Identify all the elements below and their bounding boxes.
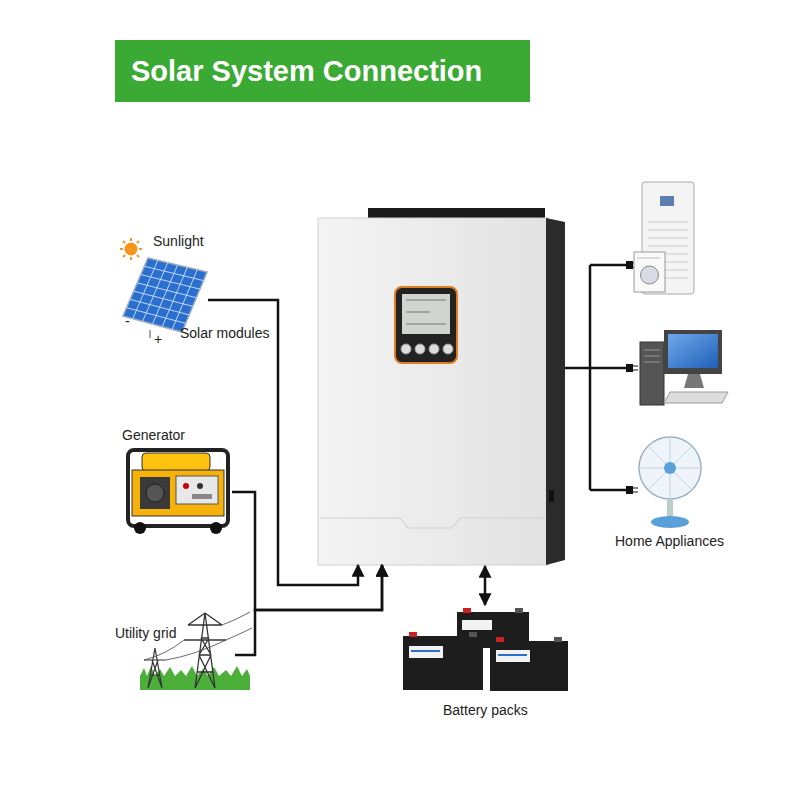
battery-illustration xyxy=(403,636,483,690)
battery-illustration xyxy=(496,650,530,662)
inverter-illustration xyxy=(443,344,453,354)
appliance-branch-wire xyxy=(626,261,633,269)
appliance-branch-wire xyxy=(590,261,638,494)
solar-panel xyxy=(123,258,207,332)
battery-node: Battery packs xyxy=(400,605,572,720)
node-label: Generator xyxy=(122,427,185,443)
generator-node: Generator xyxy=(122,425,232,535)
power-connector xyxy=(565,367,626,370)
utility-grid-node: Utility grid xyxy=(112,622,235,692)
solar-panel xyxy=(127,260,204,329)
sun-icon xyxy=(125,243,138,256)
connector-group xyxy=(208,300,626,655)
generator-illustration xyxy=(197,483,203,489)
battery-illustration xyxy=(496,637,504,642)
inverter-illustration xyxy=(429,344,439,354)
computer xyxy=(684,374,704,388)
generator-illustration xyxy=(142,453,210,471)
appliance-branch-wire xyxy=(626,486,633,494)
battery-illustration xyxy=(409,646,443,658)
utility-grid-illustration xyxy=(140,612,252,690)
electric-fan xyxy=(664,462,676,474)
inverter-illustration xyxy=(546,218,565,565)
inverter-illustration xyxy=(402,294,450,334)
generator-illustration xyxy=(210,522,222,534)
power-connector xyxy=(484,566,487,605)
inverter-illustration xyxy=(320,518,546,528)
utility-grid-illustration xyxy=(144,648,166,688)
generator-illustration xyxy=(176,476,218,504)
battery-illustration xyxy=(463,608,471,613)
electric-fan xyxy=(639,437,701,499)
washing-machine xyxy=(641,266,659,284)
battery-illustration xyxy=(469,632,477,637)
inverter-illustration xyxy=(395,287,457,363)
solar-module-node: Solar modules xyxy=(120,255,208,335)
part-label: + xyxy=(154,331,162,347)
appliance-branch-wire xyxy=(633,263,638,492)
inverter-illustration xyxy=(318,208,565,565)
computer xyxy=(668,334,718,368)
generator-illustration xyxy=(132,470,224,516)
electric-fan xyxy=(639,437,701,528)
electric-fan xyxy=(651,516,689,528)
washing-machine xyxy=(634,252,665,292)
sun-icon xyxy=(120,238,142,260)
generator-illustration xyxy=(128,450,228,534)
washing-machine xyxy=(637,258,660,259)
battery-illustration xyxy=(554,637,562,642)
node-label: Home Appliances xyxy=(615,533,724,549)
inverter-illustration xyxy=(406,300,446,324)
power-connector xyxy=(232,492,382,610)
part-label: Sunlight xyxy=(153,233,204,249)
air-conditioner xyxy=(660,196,674,206)
battery-illustration xyxy=(462,620,492,630)
generator-illustration xyxy=(146,484,164,502)
battery-illustration xyxy=(515,608,523,613)
inverter-illustration xyxy=(549,490,554,502)
electric-fan xyxy=(639,437,701,499)
computer xyxy=(644,350,660,362)
node-label: Battery packs xyxy=(443,702,528,718)
generator-illustration xyxy=(183,483,189,489)
power-connector xyxy=(208,300,358,585)
node-label: Solar modules xyxy=(180,325,270,341)
generator-illustration xyxy=(128,450,228,526)
appliance-branch-wire xyxy=(590,265,626,490)
computer xyxy=(640,342,664,405)
part-label: - xyxy=(125,313,130,329)
solar-panel xyxy=(149,330,151,338)
battery-illustration xyxy=(411,650,440,652)
computer xyxy=(664,330,722,374)
battery-illustration xyxy=(490,641,568,691)
inverter-node xyxy=(318,208,565,565)
appliance-branch-wire xyxy=(626,364,633,372)
electric-fan xyxy=(667,499,673,517)
battery-illustration xyxy=(409,632,417,637)
inverter-illustration xyxy=(318,218,548,565)
inverter-illustration xyxy=(401,344,411,354)
power-connector xyxy=(235,565,382,655)
title-banner: Solar System Connection xyxy=(115,40,530,102)
washing-machine xyxy=(634,252,665,292)
computer xyxy=(664,392,728,403)
inverter-illustration xyxy=(415,344,425,354)
node-label: Utility grid xyxy=(115,625,176,641)
battery-illustration xyxy=(498,654,527,656)
generator-illustration xyxy=(192,494,212,499)
generator-illustration xyxy=(134,522,146,534)
battery-illustration xyxy=(403,608,568,691)
sun-icon xyxy=(120,238,142,260)
utility-grid-illustration xyxy=(184,613,226,688)
appliance-node: Home Appliances xyxy=(626,175,736,550)
generator-illustration xyxy=(140,477,170,509)
inverter-illustration xyxy=(368,208,545,219)
computer xyxy=(640,330,728,405)
